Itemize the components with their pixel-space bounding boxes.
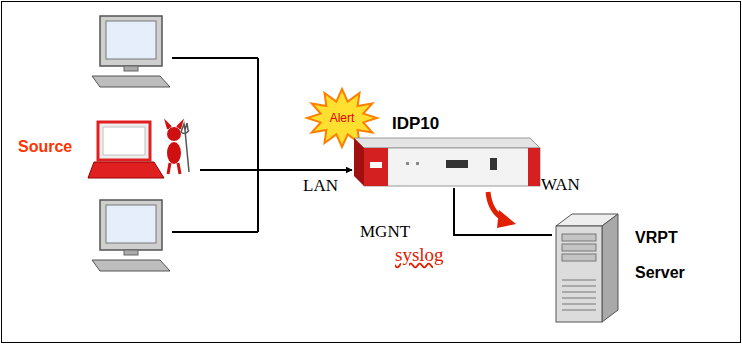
drawing-part (370, 162, 382, 168)
drawing-part (562, 292, 596, 293)
drawing-part (103, 127, 145, 155)
drawing-part (497, 210, 516, 228)
idp-device: IDP10 (340, 112, 540, 188)
connector-line (454, 188, 552, 235)
lan-wires (172, 58, 258, 232)
drawing-part (88, 162, 164, 178)
desktop-computer (92, 200, 170, 271)
drawing-part (562, 244, 596, 251)
drawing-part (257, 58, 259, 232)
drawing-part (416, 162, 419, 165)
drawing-part (354, 138, 364, 186)
drawing-part (354, 138, 540, 148)
drawing-part (92, 76, 170, 87)
drawing-part (364, 148, 540, 186)
vrpt-server: VRPT Server (552, 212, 689, 327)
drawing-part (100, 16, 162, 66)
port-label: MGNT (360, 222, 410, 242)
drawing-part (100, 200, 162, 250)
drawing-part (602, 214, 618, 322)
desktop-computer (92, 16, 170, 87)
drawing-part (124, 250, 138, 255)
drawing-part (562, 298, 596, 299)
drawing-part (406, 162, 409, 165)
drawing-part (106, 205, 156, 243)
attacker-laptop-shape (88, 120, 200, 190)
port-label: WAN (541, 175, 580, 195)
drawing-part (556, 226, 602, 322)
drawing-part (562, 310, 596, 311)
drawing-part (528, 148, 540, 186)
drawing-part (562, 286, 596, 287)
drawing-part (181, 123, 189, 172)
attacker-laptop: Source (88, 120, 200, 190)
drawing-part (354, 138, 540, 186)
drawing-part (166, 122, 182, 129)
drawing-part (172, 231, 258, 233)
drawing-part (92, 260, 170, 271)
port-label: LAN (303, 176, 338, 196)
drawing-part (106, 21, 156, 59)
drawing-part (124, 66, 138, 71)
drawing-part (364, 148, 388, 186)
drawing-part (562, 280, 596, 281)
vrpt-server-shape (552, 212, 627, 327)
idp-device-shape (340, 112, 540, 188)
drawing-part (446, 160, 468, 168)
drawing-part (562, 254, 596, 261)
drawing-part (562, 304, 596, 305)
drawing-part (167, 142, 181, 164)
drawing-part (168, 163, 180, 174)
drawing-part (562, 234, 596, 241)
log-arrow (488, 192, 516, 228)
drawing-part (490, 158, 497, 170)
syslog-label: syslog (395, 244, 444, 266)
drawing-part (98, 122, 150, 160)
device-name: IDP10 (392, 114, 439, 134)
connector-line (200, 169, 352, 171)
drawing-part (172, 57, 258, 59)
drawing-part (167, 127, 181, 141)
source-label: Source (18, 138, 72, 156)
server-name: VRPT Server (635, 220, 685, 290)
